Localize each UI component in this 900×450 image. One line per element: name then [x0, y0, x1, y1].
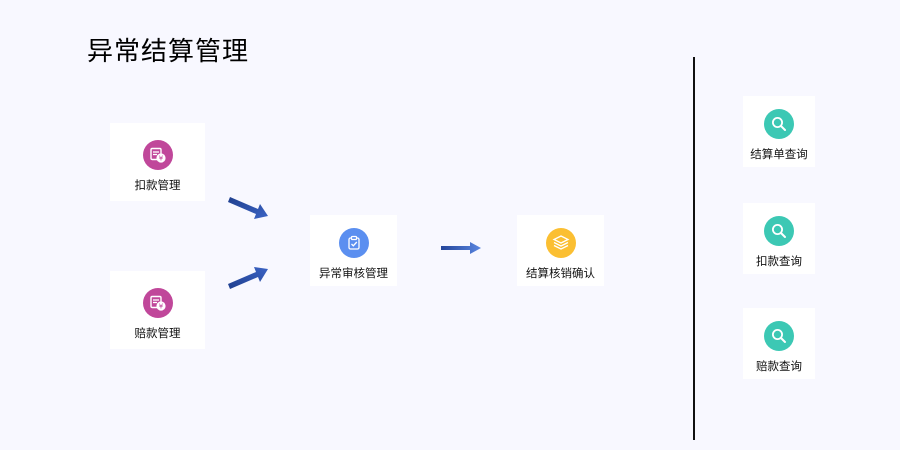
search-icon — [764, 216, 794, 246]
page-title: 异常结算管理 — [87, 37, 250, 67]
svg-text:¥: ¥ — [158, 303, 163, 311]
deduction-management-card[interactable]: ¥ 扣款管理 — [110, 123, 205, 201]
search-icon — [764, 321, 794, 351]
compensation-query-card[interactable]: 赔款查询 — [743, 308, 815, 379]
arrow-down-right-icon — [228, 197, 268, 219]
settlement-confirm-card[interactable]: 结算核销确认 — [517, 215, 604, 286]
deduction-query-label: 扣款查询 — [756, 254, 802, 268]
exception-review-card[interactable]: 异常审核管理 — [310, 215, 397, 286]
compensation-management-label: 赔款管理 — [134, 326, 181, 340]
clipboard-check-icon — [338, 228, 369, 258]
compensation-management-card[interactable]: ¥ 赔款管理 — [110, 271, 205, 349]
arrow-up-right-icon — [228, 267, 268, 289]
settlement-query-card[interactable]: 结算单查询 — [743, 96, 815, 167]
layers-icon — [545, 228, 576, 258]
settlement-confirm-label: 结算核销确认 — [526, 266, 595, 280]
deduction-query-card[interactable]: 扣款查询 — [743, 203, 815, 274]
deduction-management-label: 扣款管理 — [134, 178, 181, 192]
vertical-divider — [693, 57, 695, 440]
search-icon — [764, 109, 794, 139]
compensation-query-label: 赔款查询 — [756, 359, 802, 373]
exception-review-label: 异常审核管理 — [319, 266, 388, 280]
bill-yen-icon: ¥ — [142, 288, 173, 318]
bill-yen-icon: ¥ — [142, 140, 173, 170]
svg-text:¥: ¥ — [158, 155, 163, 163]
settlement-query-label: 结算单查询 — [750, 147, 808, 161]
arrow-right-icon — [441, 242, 481, 254]
